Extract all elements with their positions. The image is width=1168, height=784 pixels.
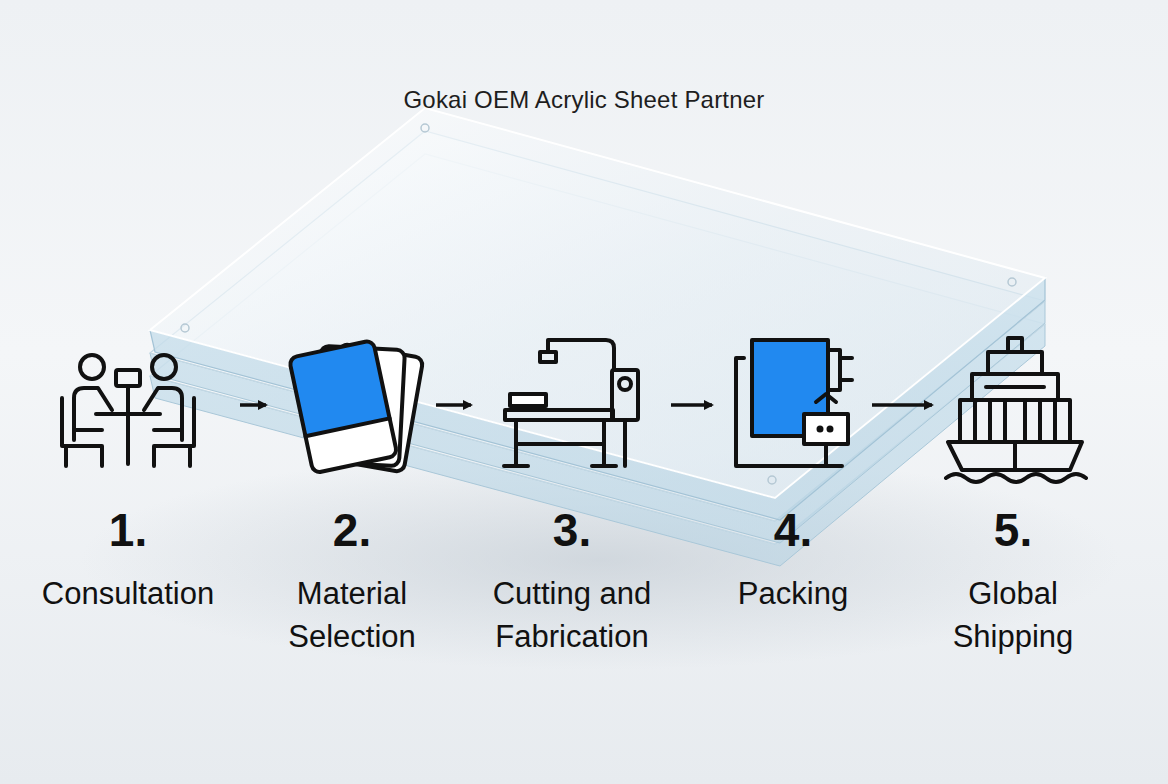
- material-cards-icon-part: [289, 340, 398, 473]
- cargo-ship-icon-part: [1003, 400, 1007, 442]
- cargo-ship-icon-part: [988, 400, 992, 442]
- cargo-ship-icon-part: [960, 400, 1070, 442]
- packing-machine-icon: [736, 340, 852, 466]
- cutting-machine-icon-part: [619, 378, 631, 390]
- step-number: 3.: [477, 502, 667, 558]
- packing-machine-icon-part: [829, 428, 832, 431]
- consultation-icon-part: [76, 428, 102, 432]
- diagram-title: Gokai OEM Acrylic Sheet Partner: [0, 86, 1168, 114]
- cutting-machine-icon-part: [612, 370, 638, 420]
- cutting-machine-icon-part: [592, 464, 616, 468]
- cutting-machine-icon-part: [623, 420, 627, 466]
- cutting-machine-icon-part: [540, 352, 556, 362]
- cargo-ship-icon-part: [946, 474, 1086, 482]
- step-number: 4.: [718, 502, 868, 558]
- cutting-machine-icon-part: [505, 410, 613, 420]
- consultation-icon-part: [126, 414, 130, 464]
- packing-machine-icon-part: [824, 444, 828, 466]
- top-slab: [150, 108, 1045, 520]
- flow-arrow: [436, 403, 471, 407]
- consultation-icon-part: [126, 386, 130, 412]
- consultation-icon-part: [80, 355, 104, 379]
- material-cards-icon-part: [289, 340, 398, 473]
- cargo-ship-icon: [946, 338, 1086, 482]
- cutting-machine-icon-part: [510, 394, 546, 406]
- flow-arrow: [872, 403, 932, 407]
- packing-machine-icon-part: [840, 356, 852, 360]
- top-slab-part: [768, 476, 776, 484]
- packing-machine-icon-part: [828, 350, 840, 390]
- cutting-machine-icon: [504, 340, 638, 466]
- cargo-ship-icon-part: [986, 385, 1044, 389]
- cargo-ship-icon-part: [1013, 442, 1017, 470]
- process-step: 1. Consultation: [20, 335, 236, 665]
- step-number: 1.: [20, 502, 236, 558]
- consultation-icon-part: [154, 428, 180, 432]
- consultation-icon-part: [62, 398, 102, 466]
- process-step: 4. Packing: [718, 335, 868, 665]
- flow-arrow: [671, 403, 712, 407]
- cargo-ship-icon-part: [1023, 400, 1027, 442]
- cargo-ship-icon-part: [1038, 400, 1042, 442]
- step-label: Material Selection: [272, 572, 432, 658]
- step-number: 5.: [938, 502, 1088, 558]
- cargo-ship-icon-part: [973, 400, 977, 442]
- material-cards-icon: [289, 340, 424, 473]
- cargo-ship-icon-part: [1053, 400, 1057, 442]
- consultation-icon-part: [74, 388, 112, 440]
- step-label: Packing: [718, 572, 868, 615]
- top-slab-part: [1008, 278, 1016, 286]
- step-number: 2.: [272, 502, 432, 558]
- step-label: Consultation: [20, 572, 236, 615]
- cargo-ship-icon-part: [1008, 338, 1022, 352]
- consultation-icon-part: [154, 398, 194, 466]
- consultation-icon-part: [64, 446, 68, 466]
- consultation-icon: [62, 355, 194, 466]
- cargo-ship-icon-part: [988, 352, 1042, 374]
- top-slab-part: [150, 108, 1045, 498]
- packing-machine-icon-part: [816, 394, 836, 402]
- process-step: 3. Cutting and Fabrication: [477, 335, 667, 665]
- material-cards-icon-part: [289, 340, 398, 473]
- step-label: Cutting and Fabrication: [477, 572, 667, 658]
- cargo-ship-icon-part: [972, 374, 1058, 400]
- packing-machine-icon-part: [840, 378, 852, 382]
- cutting-machine-icon-part: [504, 464, 528, 468]
- consultation-icon-part: [188, 446, 192, 466]
- process-step: 2. Material Selection: [272, 335, 432, 665]
- flow-arrow: [240, 403, 266, 407]
- packing-machine-icon-part: [804, 414, 848, 444]
- consultation-icon-part: [152, 355, 176, 379]
- material-cards-icon-part: [305, 418, 389, 436]
- consultation-icon-part: [116, 370, 140, 386]
- cargo-ship-icon-part: [948, 442, 1082, 470]
- step-label: Global Shipping: [938, 572, 1088, 658]
- packing-machine-icon-part: [819, 428, 822, 431]
- consultation-icon-part: [144, 388, 182, 440]
- cutting-machine-icon-part: [516, 442, 604, 446]
- process-step: 5. Global Shipping: [938, 335, 1088, 665]
- top-slab-part: [181, 324, 189, 332]
- top-slab-part: [421, 124, 429, 132]
